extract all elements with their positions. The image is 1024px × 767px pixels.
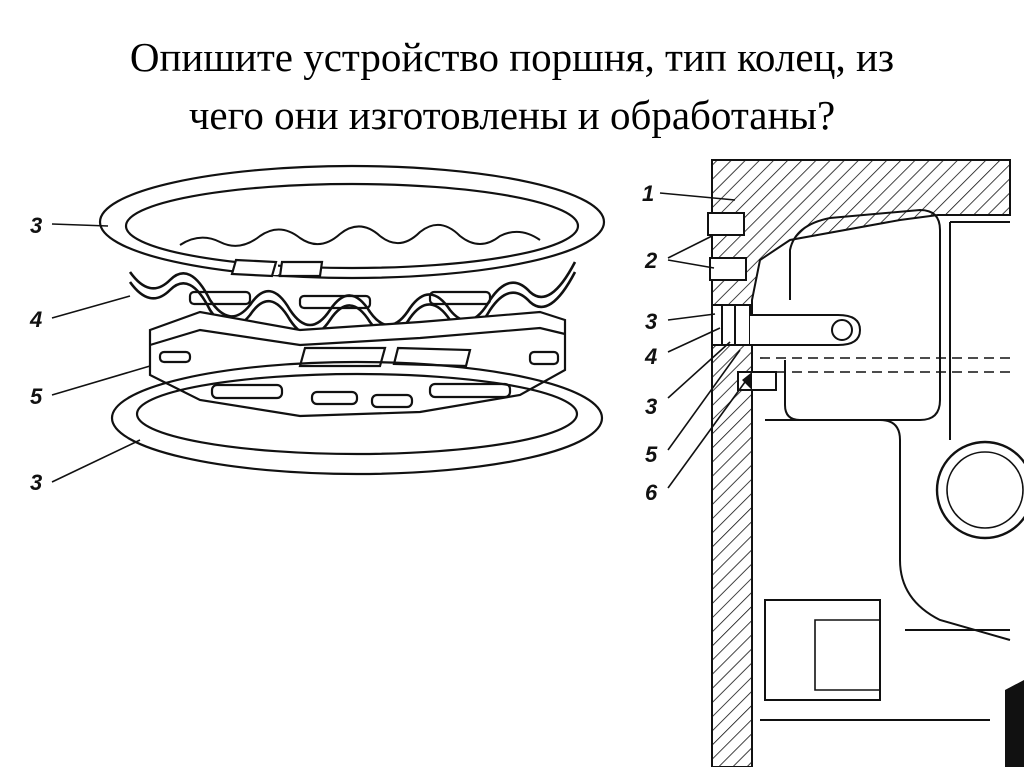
piston-label-4: 4 [644,344,657,369]
piston-label-6: 6 [645,480,658,505]
piston-label-3a: 3 [645,309,657,334]
title-line-1: Опишите устройство поршня, тип колец, из [129,34,895,80]
piston-label-3b: 3 [645,394,657,419]
ring-label-radial-expander: 5 [30,384,43,409]
ring-leader-lines [51,223,151,483]
ring-label-compression-bottom: 3 [30,470,42,495]
piston-leader-lines [659,192,746,489]
piston-label-5: 5 [645,442,658,467]
title-line-2: чего они изготовлены и обработаны? [188,92,836,138]
radial-expander [148,310,567,418]
piston-ring-set [98,164,606,476]
compression-ring-bottom [110,360,604,476]
piston-cross-section [707,159,1024,767]
ring-label-compression-top: 3 [30,213,42,238]
diagram-svg: 3 4 5 3 [29,159,1024,767]
slide-title: Опишите устройство поршня, тип колец, из… [0,28,1024,144]
piston-label-1: 1 [642,181,654,206]
axial-expander [128,224,577,337]
ring-label-axial-expander: 4 [29,307,42,332]
compression-ring-top [98,164,606,280]
figure-area: 3 4 5 3 [0,150,1024,767]
piston-label-2: 2 [644,248,658,273]
